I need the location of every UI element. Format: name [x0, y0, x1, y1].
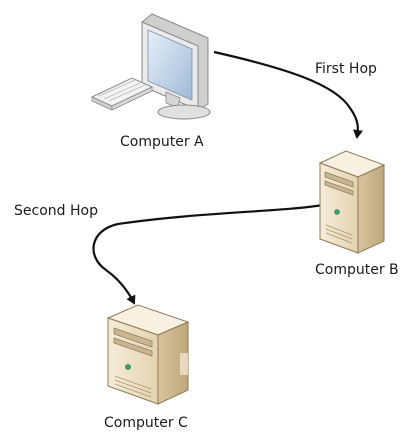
computer-b-label: Computer B [315, 262, 399, 278]
computer-c-label: Computer C [104, 415, 188, 431]
server-tower-icon [106, 304, 190, 405]
first-hop-label: First Hop [315, 61, 377, 77]
first-hop-connector [213, 50, 363, 139]
second-hop-label: Second Hop [14, 203, 98, 219]
second-hop-connector [92, 203, 324, 305]
server-tower-icon [318, 150, 386, 254]
desktop-computer-icon [90, 13, 211, 120]
computer-a-label: Computer A [120, 134, 204, 150]
